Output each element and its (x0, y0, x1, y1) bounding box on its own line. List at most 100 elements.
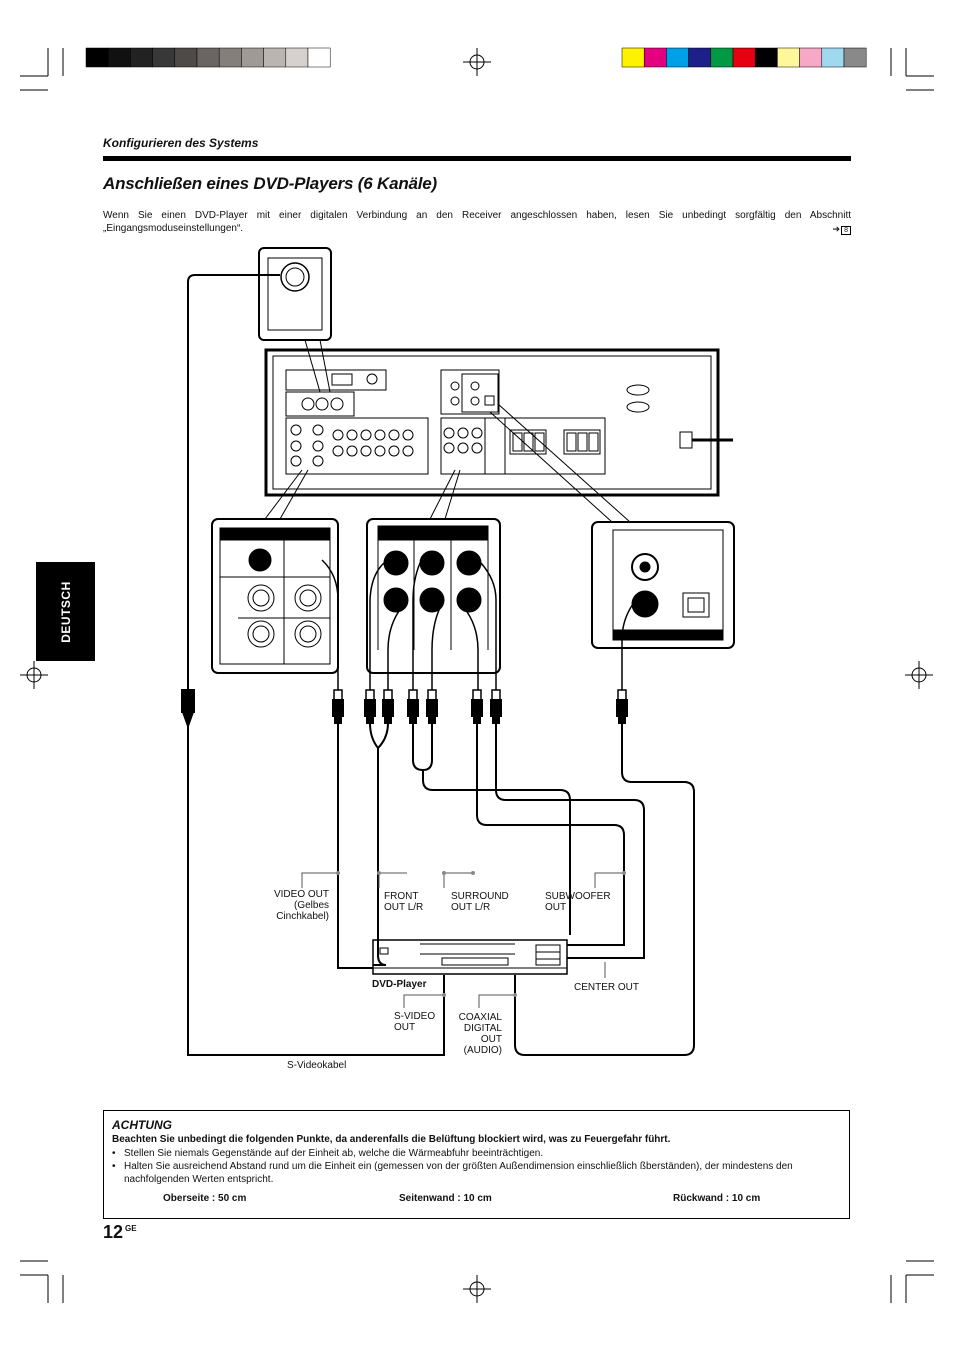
surround-text-1: SURROUND (451, 891, 509, 902)
gray-bar-swatch (285, 47, 309, 68)
gray-bar-swatch (107, 47, 131, 68)
book-icon: 8 (841, 226, 851, 235)
rca-plug-boot (384, 715, 392, 724)
surround-out-label: SURROUND OUT L/R (451, 891, 509, 913)
intro-paragraph: Wenn Sie einen DVD-Player mit einer digi… (103, 210, 851, 234)
panel-jack (471, 442, 483, 454)
color-bar-swatch (777, 47, 800, 68)
panel-jack (374, 445, 386, 457)
rca-plug-tip (333, 689, 343, 701)
color-bar-swatch (754, 47, 778, 68)
gray-bar-swatch (130, 47, 153, 68)
rca-plug-body (407, 699, 419, 717)
rca-plug-tip (408, 689, 418, 701)
panel-jack (290, 424, 302, 436)
speaker-terminal (534, 432, 545, 452)
color-bar-swatch (688, 47, 712, 68)
zoom-callouts (211, 247, 735, 674)
clearance-top: Oberseite : 50 cm (163, 1193, 247, 1204)
language-tab-label: DEUTSCH (58, 580, 73, 643)
panel-jack (332, 445, 344, 457)
color-calibration-bars (621, 47, 867, 68)
front-out-label: FRONT OUT L/R (384, 891, 423, 913)
panel-jack (402, 445, 414, 457)
panel-jack (346, 429, 358, 441)
receiver-rear-panel (264, 348, 733, 497)
caution-item: Stellen Sie niemals Gegenstände auf der … (112, 1147, 842, 1160)
panel-jack (457, 442, 469, 454)
color-bar-swatch (710, 47, 734, 68)
gray-bar-swatch (307, 47, 331, 68)
speaker-terminal (588, 432, 599, 452)
rca-plug-tip (617, 689, 627, 701)
gray-bar-swatch (196, 47, 220, 68)
center-out-label: CENTER OUT (574, 982, 639, 993)
clearance-side: Seitenwand : 10 cm (399, 1193, 492, 1204)
gray-bar-swatch (241, 47, 264, 68)
panel-jack (388, 445, 400, 457)
panel-jack (457, 427, 469, 439)
header-rule (103, 156, 851, 161)
rca-plug-tip (491, 689, 501, 701)
panel-jack (443, 442, 455, 454)
sub-text-2: OUT (545, 902, 567, 913)
panel-jack (388, 429, 400, 441)
cables (181, 274, 695, 1056)
panel-jack (290, 455, 302, 467)
video-note-1: (Gelbes (293, 900, 329, 911)
rca-plug-tip (365, 689, 375, 701)
subwoofer-out-label: SUBWOOFER OUT (545, 891, 611, 913)
video-out-text: VIDEO OUT (273, 889, 329, 900)
color-bar-swatch (843, 47, 867, 68)
page-title: Anschließen eines DVD-Players (6 Kanäle) (103, 174, 438, 193)
rca-plug-boot (334, 715, 342, 724)
gray-bar-swatch (174, 47, 198, 68)
panel-jack (443, 427, 455, 439)
rca-plug-tip (427, 689, 437, 701)
dvd-player (372, 939, 568, 975)
panel-jack (312, 455, 324, 467)
panel-jack (312, 440, 324, 452)
panel-jack (471, 427, 483, 439)
front-text-2: OUT L/R (384, 902, 424, 913)
surround-text-2: OUT L/R (451, 902, 491, 913)
gray-bar-swatch (263, 47, 287, 68)
speaker-terminal (577, 432, 588, 452)
dvd-player-label: DVD-Player (372, 979, 427, 990)
coax-text-4: (AUDIO) (463, 1045, 502, 1056)
coax-text-2: DIGITAL (463, 1023, 502, 1034)
gray-bar-swatch (85, 47, 109, 68)
panel-jack (360, 429, 372, 441)
panel-jack (402, 429, 414, 441)
rca-plug-body (616, 699, 628, 717)
rca-plug-body (490, 699, 502, 717)
panel-jack (290, 440, 302, 452)
rca-plug-boot (618, 715, 626, 724)
panel-jack (312, 424, 324, 436)
rca-plug-body (426, 699, 438, 717)
speaker-terminal (523, 432, 534, 452)
caution-list: Stellen Sie niemals Gegenstände auf der … (112, 1147, 842, 1186)
page-reference: ➔8 (833, 224, 851, 235)
color-bar-swatch (732, 47, 756, 68)
video-out-label: VIDEO OUT (Gelbes Cinchkabel) (269, 889, 329, 922)
rca-plug-boot (428, 715, 436, 724)
page-lang-code: GE (125, 1224, 137, 1233)
rca-plug-body (471, 699, 483, 717)
speaker-terminal (566, 432, 577, 452)
rca-plug-body (382, 699, 394, 717)
panel-jack (332, 429, 344, 441)
rca-plug-tip (383, 689, 393, 701)
color-bar-swatch (643, 47, 667, 68)
rca-plug-boot (492, 715, 500, 724)
rca-plug-tip (472, 689, 482, 701)
panel-jack (374, 429, 386, 441)
rca-plug-boot (366, 715, 374, 724)
svideo-text-1: S-VIDEO (394, 1011, 436, 1022)
video-note-2: Cinchkabel) (276, 911, 329, 922)
speaker-terminal (512, 432, 523, 452)
color-bar-swatch (799, 47, 823, 68)
color-bar-swatch (621, 47, 645, 68)
page-number-value: 12 (103, 1222, 124, 1242)
